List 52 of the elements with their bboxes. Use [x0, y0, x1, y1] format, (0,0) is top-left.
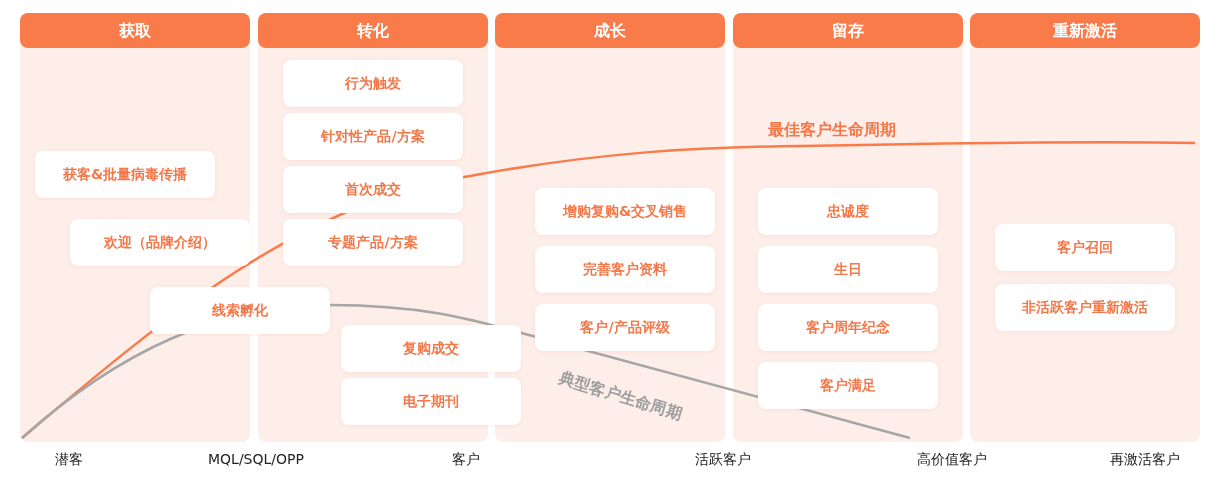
step-text: 欢迎（品牌介绍）	[104, 233, 216, 252]
step-card	[535, 304, 715, 351]
step-text: 非活跃客户重新激活	[1022, 298, 1148, 317]
stage-column	[495, 13, 725, 442]
step-card	[70, 219, 250, 266]
stage-marker: 潜客	[55, 451, 83, 469]
step-card	[995, 224, 1175, 271]
step-card	[341, 378, 521, 425]
stage-marker: 再激活客户	[1110, 451, 1180, 469]
step-text: 复购成交	[403, 339, 459, 358]
step-text: 客户召回	[1057, 238, 1113, 257]
step-text: 获客&批量病毒传播	[62, 165, 188, 184]
step-text: 忠诚度	[827, 202, 869, 221]
step-card	[758, 304, 938, 351]
stage-marker: 高价值客户	[917, 451, 987, 469]
stage-column	[970, 13, 1200, 442]
curve-label: 最佳客户生命周期	[768, 120, 896, 141]
step-text: 完善客户资料	[583, 260, 667, 279]
step-card	[758, 246, 938, 293]
step-text: 客户满足	[820, 376, 876, 395]
step-text: 行为触发	[345, 74, 401, 93]
step-card	[341, 325, 521, 372]
stage-marker: 客户	[452, 451, 480, 469]
curve-label: 典型客户生命周期	[555, 368, 685, 426]
step-text: 电子期刊	[403, 392, 459, 411]
step-text: 生日	[834, 260, 862, 279]
step-card	[535, 246, 715, 293]
stage-header: 留存	[733, 13, 963, 48]
step-card	[283, 60, 463, 107]
stage-column	[733, 13, 963, 442]
step-card	[35, 151, 215, 198]
step-text: 专题产品/方案	[328, 233, 418, 252]
step-text: 线索孵化	[212, 301, 268, 320]
step-card	[995, 284, 1175, 331]
step-text: 客户/产品评级	[580, 318, 670, 337]
step-card	[758, 188, 938, 235]
step-card	[283, 113, 463, 160]
step-text: 客户周年纪念	[806, 318, 890, 337]
stage-header: 转化	[258, 13, 488, 48]
stage-header: 成长	[495, 13, 725, 48]
step-text: 增购复购&交叉销售	[562, 202, 688, 221]
stage-marker: MQL/SQL/OPP	[208, 451, 304, 467]
stage-header: 获取	[20, 13, 250, 48]
step-card	[758, 362, 938, 409]
step-card	[150, 287, 330, 334]
stage-header: 重新激活	[970, 13, 1200, 48]
step-card	[283, 219, 463, 266]
step-card	[283, 166, 463, 213]
step-text: 针对性产品/方案	[321, 127, 425, 146]
stage-marker: 活跃客户	[695, 451, 751, 469]
step-text: 首次成交	[345, 180, 401, 199]
step-card	[535, 188, 715, 235]
